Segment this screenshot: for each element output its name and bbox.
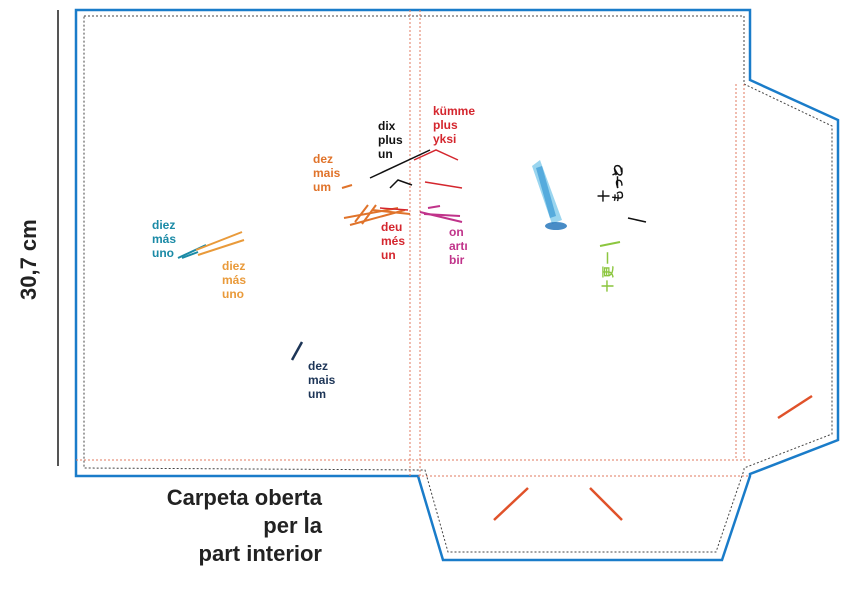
svg-text:mais: mais <box>308 373 336 387</box>
label-dix-plus-un: dix plus un <box>378 119 403 161</box>
navy-stroke <box>290 341 304 361</box>
black-small-stroke <box>627 217 647 223</box>
label-dez-mais-um-orange: dez mais um <box>313 152 341 194</box>
svg-text:deu: deu <box>381 220 402 234</box>
svg-text:más: más <box>222 273 246 287</box>
svg-text:uno: uno <box>152 246 174 260</box>
svg-text:dez: dez <box>313 152 333 166</box>
green-stroke <box>599 241 621 247</box>
svg-text:yksi: yksi <box>433 132 456 146</box>
svg-text:plus: plus <box>433 118 458 132</box>
svg-text:もっと: もっと <box>611 166 625 202</box>
svg-text:diez: diez <box>222 259 245 273</box>
fold-lines <box>76 10 750 477</box>
caption-line-2: per la <box>263 513 322 538</box>
svg-text:un: un <box>381 248 396 262</box>
label-jp-vertical: 十 もっと 一つ <box>596 164 625 202</box>
svg-text:一つ: 一つ <box>611 164 625 188</box>
svg-text:更: 更 <box>601 265 615 278</box>
magenta-strokes <box>419 205 463 223</box>
svg-text:bir: bir <box>449 253 465 267</box>
caption-line-3: part interior <box>198 541 322 566</box>
svg-text:uno: uno <box>222 287 244 301</box>
caption: Carpeta oberta per la part interior <box>167 484 322 568</box>
svg-text:más: más <box>152 232 176 246</box>
svg-text:mais: mais <box>313 166 341 180</box>
folder-outline <box>74 8 840 562</box>
black-strokes <box>369 149 431 189</box>
svg-text:on: on <box>449 225 464 239</box>
red-strokes <box>413 149 463 189</box>
svg-text:um: um <box>308 387 326 401</box>
label-diez-mas-uno-orange: diez más uno <box>222 259 246 301</box>
svg-text:plus: plus <box>378 133 403 147</box>
slit-marks <box>493 394 813 521</box>
red-deu-strokes <box>379 207 409 211</box>
label-deu-mes-un: deu més un <box>381 220 405 262</box>
svg-text:kümme: kümme <box>433 104 475 118</box>
orange-strokes <box>195 231 245 256</box>
svg-text:一: 一 <box>601 252 615 264</box>
caption-line-1: Carpeta oberta <box>166 485 322 510</box>
label-on-arti-bir: on artı bir <box>449 225 468 267</box>
svg-text:artı: artı <box>449 239 468 253</box>
safety-margin-outline <box>83 15 833 553</box>
svg-text:十: 十 <box>596 190 611 202</box>
svg-text:十: 十 <box>600 280 615 292</box>
svg-text:més: més <box>381 234 405 248</box>
label-diez-mas-uno-teal: diez más uno <box>152 218 176 260</box>
svg-text:dez: dez <box>308 359 328 373</box>
svg-text:un: un <box>378 147 393 161</box>
blue-brush-mark <box>532 160 567 230</box>
svg-text:um: um <box>313 180 331 194</box>
label-kumme-plus-yksi: kümme plus yksi <box>433 104 475 146</box>
dez-mais-um-strokes <box>341 184 411 226</box>
svg-text:dix: dix <box>378 119 396 133</box>
label-dez-mais-um-navy: dez mais um <box>308 359 336 401</box>
dimension-label: 30,7 cm <box>16 219 41 300</box>
label-zh-vertical: 十 更 一 <box>600 252 615 292</box>
svg-text:diez: diez <box>152 218 175 232</box>
